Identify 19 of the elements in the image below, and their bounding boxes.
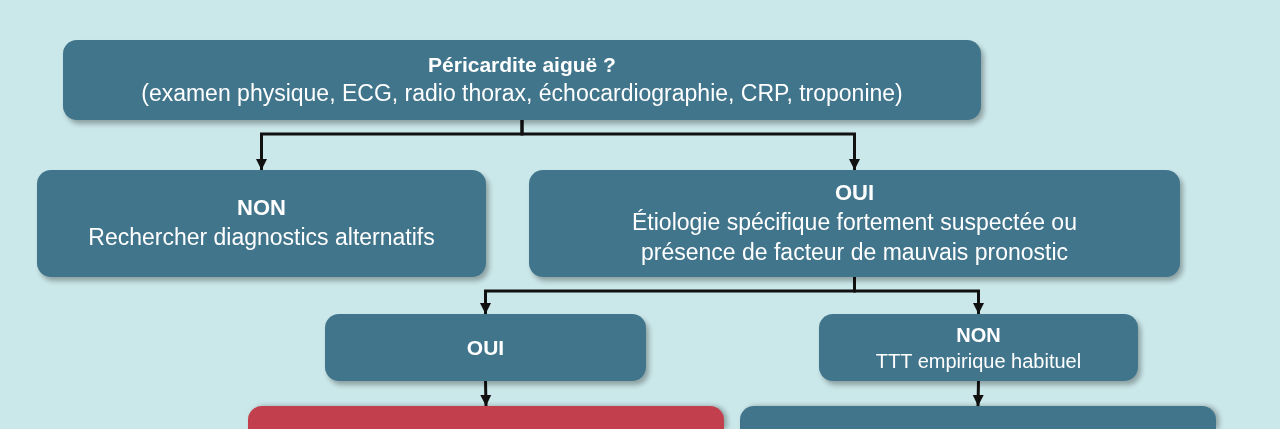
connector-arrow [520,120,860,170]
body-text: Rechercher diagnostics alternatifs [88,222,435,252]
heading-text: OUI [466,334,505,361]
heading-text: OUI [834,179,875,208]
flow-step-box [740,406,1216,429]
heading-text: NON [956,322,1001,348]
connector-arrow [972,380,984,407]
flow-step-box [529,170,1180,277]
flow-step-box [819,314,1138,381]
body-text: TTT empirique habituel [875,348,1082,374]
flow-step-box [37,170,486,277]
body-text: (examen physique, ECG, radio thorax, échocardiographie, CRP, troponine) [141,78,903,108]
flow-step-box [325,314,646,381]
heading-text: NON [237,194,286,223]
flow-step-box [248,406,724,429]
flow-step-box [63,40,981,120]
connector-arrow [480,380,492,407]
body-text: Étiologie spécifique fortement suspectée ou présence de facteur de mauvais pronostic [631,207,1078,267]
heading-text: Péricardite aiguë ? [428,52,616,79]
